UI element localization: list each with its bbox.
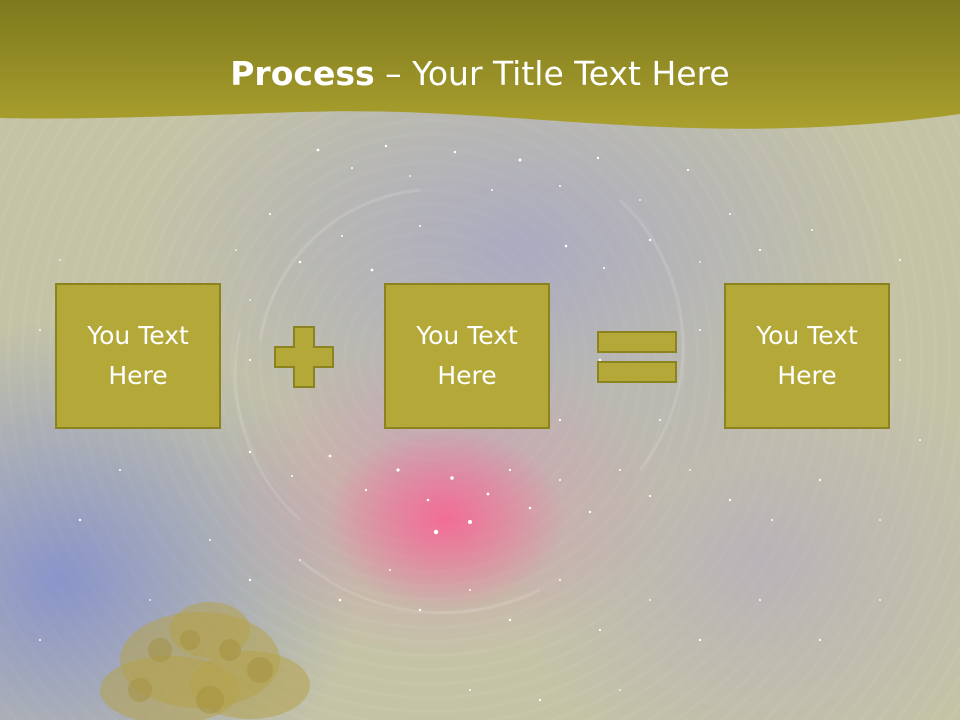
equals-icon — [597, 331, 677, 383]
title-bold: Process — [230, 54, 375, 93]
plus-icon — [274, 326, 334, 388]
step-2-text: You Text Here — [416, 321, 518, 390]
title-rest: – Your Title Text Here — [374, 54, 730, 93]
process-step-1: You Text Here — [55, 283, 221, 429]
slide-title: Process – Your Title Text Here — [0, 52, 960, 96]
step-3-text: You Text Here — [756, 321, 858, 390]
process-step-2: You Text Here — [384, 283, 550, 429]
step-1-text: You Text Here — [87, 321, 189, 390]
process-step-3: You Text Here — [724, 283, 890, 429]
header-band — [0, 0, 960, 129]
